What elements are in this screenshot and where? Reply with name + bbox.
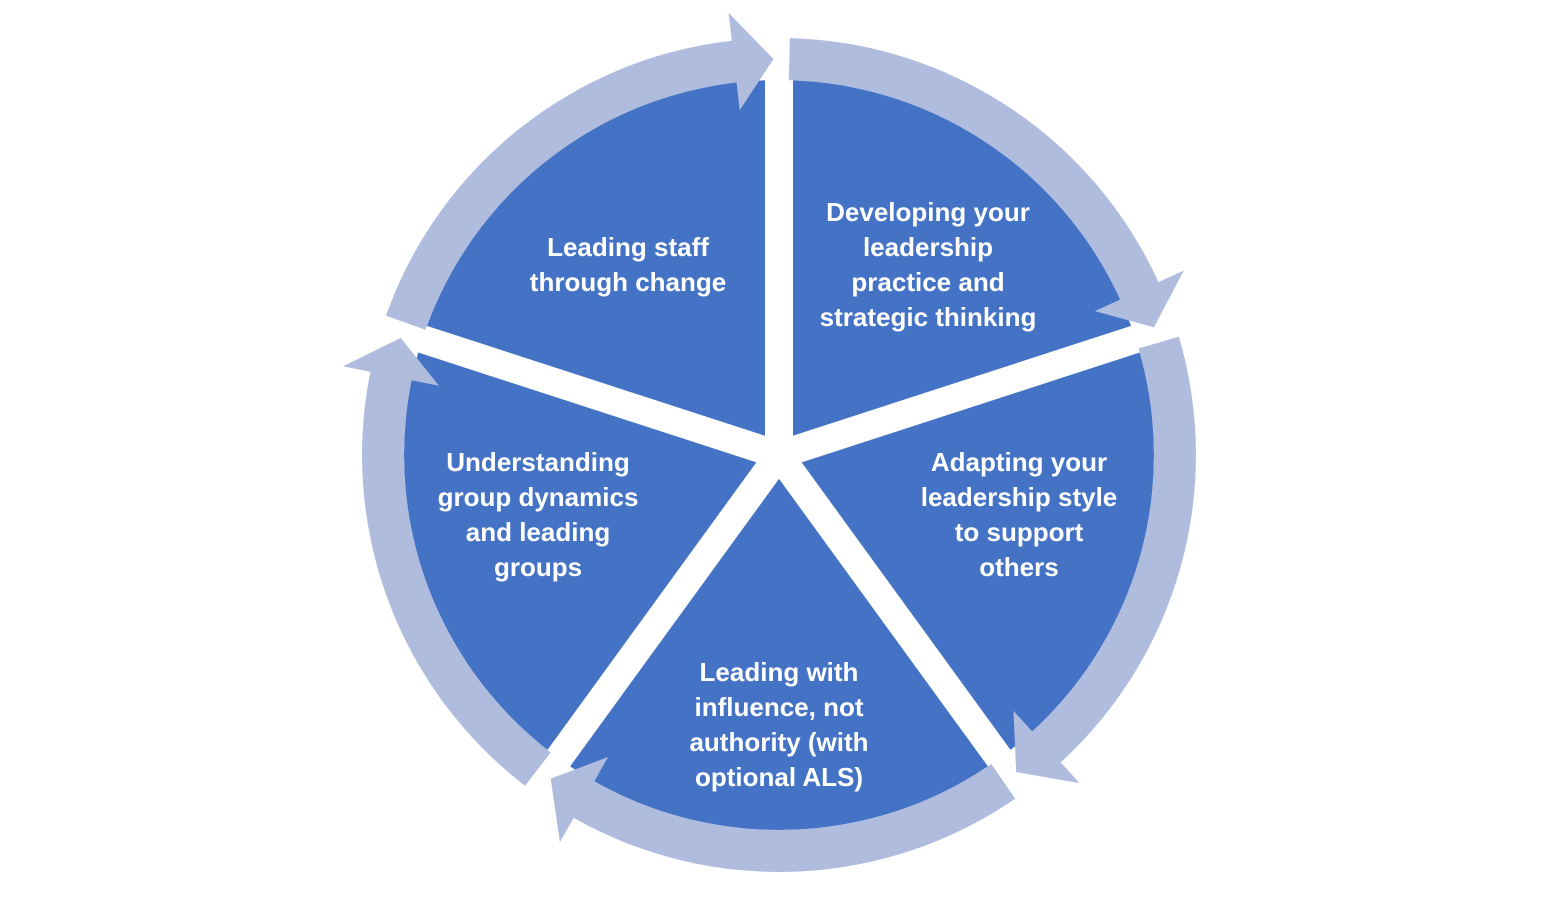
cycle-arrow	[1013, 336, 1196, 784]
segment-divider	[774, 324, 1145, 469]
cycle-arrow	[342, 337, 551, 786]
cycle-arrow	[550, 757, 1016, 872]
segment-divider	[767, 446, 1014, 771]
segment-label-group-dynamics: Understanding group dynamics and leading…	[437, 447, 639, 582]
segment-label-leading-with-influence: Leading with influence, not authority (w…	[689, 657, 869, 792]
segment-divider	[544, 446, 791, 771]
cycle-arrow	[788, 38, 1184, 328]
segment-label-developing-practice: Developing your leadership practice and …	[819, 197, 1037, 332]
segment-divider	[413, 324, 784, 469]
segment-label-adapting-style: Adapting your leadership style to suppor…	[920, 447, 1118, 582]
cycle-arrow	[385, 12, 774, 330]
segment-label-leading-change: Leading staff through change	[529, 232, 727, 297]
